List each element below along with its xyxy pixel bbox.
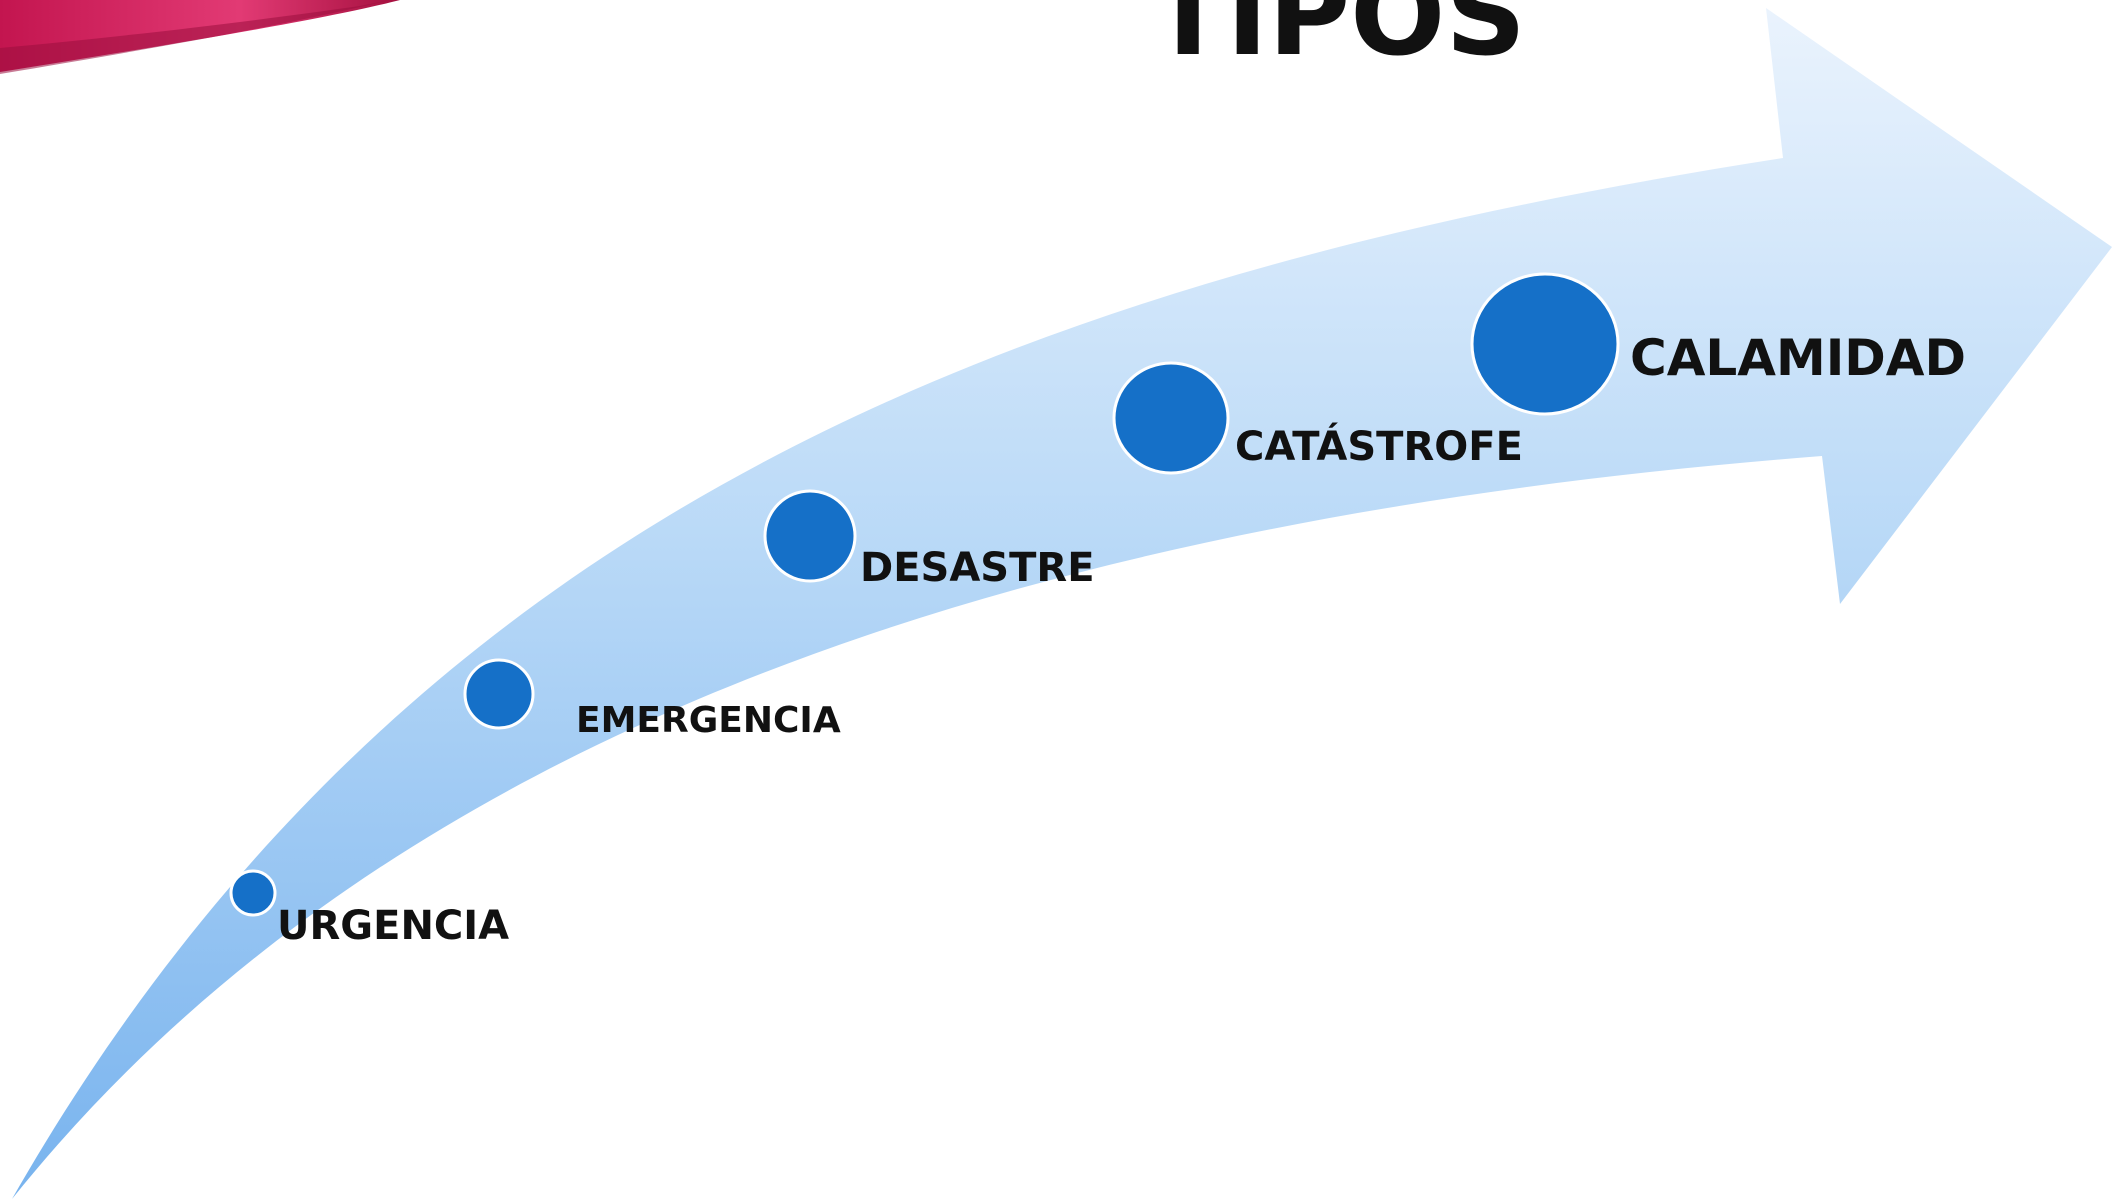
stage-label-desastre: DESASTRE (860, 545, 1095, 591)
curved-arrow (12, 8, 2112, 1199)
slide-title: TIPOS (1150, 0, 1527, 81)
stage-marker-catastrofe (1112, 361, 1230, 475)
stage-marker-desastre (763, 489, 857, 583)
stage-marker-urgencia (229, 869, 277, 917)
stage-label-urgencia: URGENCIA (277, 903, 510, 949)
stage-label-catastrofe: CATÁSTROFE (1235, 424, 1523, 470)
stage-label-calamidad: CALAMIDAD (1630, 329, 1967, 387)
decorative-ribbon-shadow (0, 0, 390, 74)
stage-marker-calamidad (1470, 272, 1620, 416)
stage-marker-emergencia (463, 658, 535, 730)
stage-label-emergencia: EMERGENCIA (576, 700, 841, 741)
